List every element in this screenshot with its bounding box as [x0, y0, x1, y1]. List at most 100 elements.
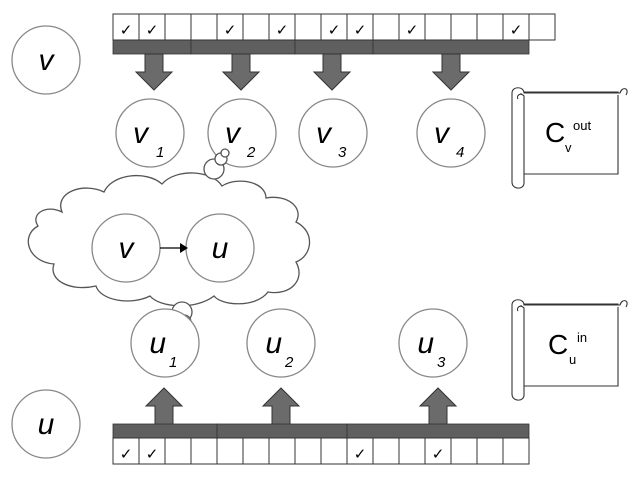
in-arrow-3	[418, 387, 458, 426]
in-bitmap-check-mark: ✓	[432, 446, 445, 463]
out-bitmap-cell	[398, 13, 426, 41]
out-bitmap-cell	[268, 13, 296, 41]
out-neighbor-v3-circle	[298, 98, 368, 168]
in-bitmap-cell	[242, 437, 270, 465]
scroll-c-in-top-curl	[511, 299, 628, 308]
in-bitmap-check-mark: ✓	[354, 446, 367, 463]
out-bitmap-cell	[190, 13, 218, 41]
in-neighbor-u3-base: u	[417, 327, 434, 360]
out-neighbor-v4-circle	[416, 98, 486, 168]
target-node-circle	[11, 389, 81, 459]
in-neighbor-u1-circle	[130, 308, 200, 378]
out-bitmap-check-mark: ✓	[406, 22, 419, 39]
out-bitmap-cell	[320, 13, 348, 41]
out-bitmap-check-mark: ✓	[328, 22, 341, 39]
in-bitmap-segment-1	[112, 423, 218, 439]
in-bitmap-cell	[190, 437, 218, 465]
scroll-c-out-sup: out	[573, 118, 591, 133]
out-neighbor-v4: v 4	[416, 98, 486, 168]
scroll-c-in-main: C	[548, 329, 568, 360]
in-bitmap-cell	[112, 437, 140, 465]
in-neighbor-u1-index: 1	[169, 354, 177, 371]
in-neighbor-u3-index: 3	[437, 354, 446, 371]
out-bitmap-check-mark: ✓	[224, 22, 237, 39]
out-neighbor-v1: v 1	[115, 98, 185, 168]
out-bitmap-strip: ✓ ✓ ✓ ✓ ✓ ✓ ✓ ✓	[112, 13, 556, 55]
out-bitmap-segment-1	[112, 39, 192, 55]
in-bitmap-cell	[294, 437, 322, 465]
scroll-c-in-sup: in	[577, 330, 587, 345]
scroll-c-out-sub: v	[565, 140, 572, 155]
in-bitmap-cell	[502, 437, 530, 465]
out-bitmap-check-mark: ✓	[510, 22, 523, 39]
in-bitmap-cell	[164, 437, 192, 465]
in-neighbor-u3: u 3	[398, 308, 468, 378]
scroll-c-in-left-roll	[511, 305, 525, 401]
target-node-u: u	[11, 389, 81, 459]
in-bitmap-cell	[138, 437, 166, 465]
in-neighbor-u3-circle	[398, 308, 468, 378]
out-bitmap-segment-2	[190, 39, 296, 55]
out-bitmap-cell	[242, 13, 270, 41]
source-node-v: v	[11, 25, 81, 95]
out-neighbor-v2-base: v	[225, 117, 242, 150]
out-arrows	[134, 53, 471, 91]
scroll-c-out-main: C	[545, 117, 565, 148]
out-bitmap-cell	[502, 13, 530, 41]
out-neighbor-v1-base: v	[133, 117, 150, 150]
scroll-c-in: C u in	[511, 299, 628, 401]
out-bitmap-cell	[346, 13, 374, 41]
in-neighbor-u2-index: 2	[284, 354, 294, 371]
scroll-c-out-top-curl	[511, 87, 628, 96]
out-bitmap-check-mark: ✓	[120, 22, 133, 39]
in-bitmap-cell	[216, 437, 244, 465]
in-bitmap-check-mark: ✓	[120, 446, 133, 463]
out-bitmap-check-mark: ✓	[354, 22, 367, 39]
in-arrow-2	[261, 387, 301, 426]
out-bitmap-cell	[450, 13, 478, 41]
out-arrow-1	[134, 53, 174, 91]
out-arrow-2	[221, 53, 261, 91]
cloud-node-u-label: u	[212, 232, 229, 265]
in-neighbor-u2-base: u	[265, 327, 282, 360]
out-neighbor-v1-circle	[115, 98, 185, 168]
out-arrow-4	[431, 53, 471, 91]
in-bitmap-cell	[450, 437, 478, 465]
out-neighbor-v3: v 3	[298, 98, 368, 168]
out-bitmap-check-mark: ✓	[276, 22, 289, 39]
in-bitmap-cell	[398, 437, 426, 465]
in-bitmap-segment-2	[216, 423, 348, 439]
scroll-c-in-body	[520, 303, 619, 387]
in-bitmap-cell	[424, 437, 452, 465]
out-bitmap-check-mark: ✓	[146, 22, 159, 39]
out-bitmap-cell	[424, 13, 452, 41]
scroll-c-out-left-roll	[511, 93, 525, 189]
in-neighbor-u2: u 2	[246, 308, 316, 378]
in-arrow-1	[144, 387, 184, 426]
out-bitmap-cell	[476, 13, 504, 41]
in-bitmap-check-mark: ✓	[146, 446, 159, 463]
scroll-c-out-body	[520, 91, 619, 175]
in-bitmap-segment-3	[346, 423, 530, 439]
out-neighbor-v3-base: v	[316, 117, 333, 150]
thought-cloud: v u	[27, 148, 311, 334]
target-node-label: u	[38, 408, 55, 441]
out-bitmap-cell	[528, 13, 556, 41]
out-bitmap-cell	[164, 13, 192, 41]
in-bitmap-cell	[320, 437, 348, 465]
out-neighbor-v4-index: 4	[456, 144, 464, 161]
in-bitmap-cell	[372, 437, 400, 465]
thought-cloud-outline	[27, 172, 311, 307]
out-bitmap-segment-3	[294, 39, 374, 55]
thought-bubble-top-small	[220, 148, 230, 158]
cloud-edge-arrowhead	[180, 243, 188, 253]
cloud-node-v-label: v	[119, 232, 136, 265]
out-bitmap-segment-4	[372, 39, 530, 55]
in-arrows	[144, 387, 458, 426]
in-bitmap-cell	[476, 437, 504, 465]
in-bitmap-cell	[268, 437, 296, 465]
out-neighbor-v3-index: 3	[338, 144, 347, 161]
source-node-circle	[11, 25, 81, 95]
